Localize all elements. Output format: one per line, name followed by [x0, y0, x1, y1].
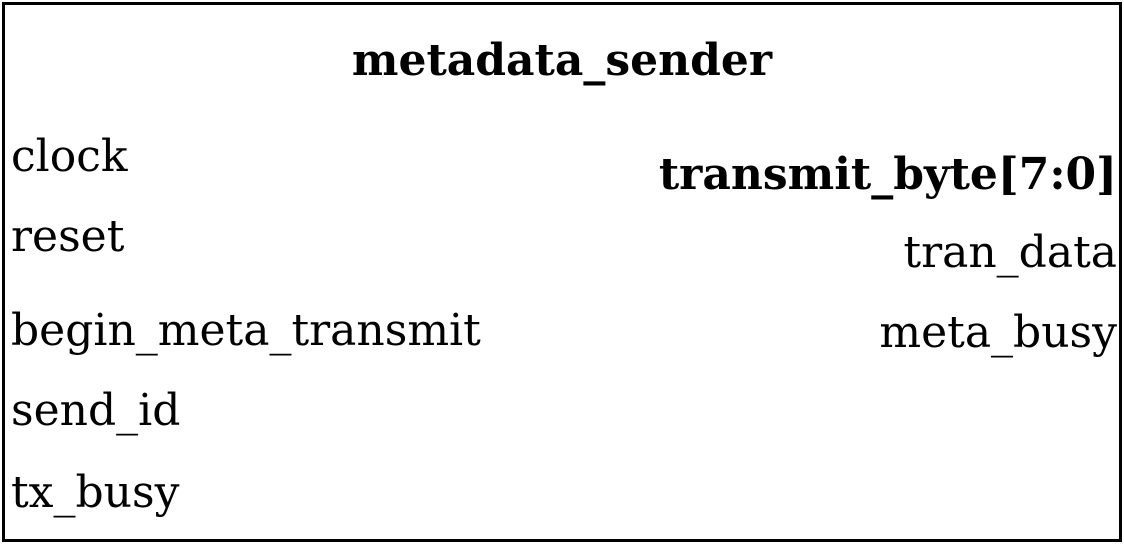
output-port-transmit-byte: transmit_byte[7:0] — [658, 149, 1117, 200]
output-port-tran-data: tran_data — [903, 227, 1117, 278]
input-port-reset: reset — [11, 211, 125, 262]
input-port-tx-busy: tx_busy — [11, 467, 180, 518]
output-port-meta-busy: meta_busy — [879, 307, 1117, 358]
input-port-clock: clock — [11, 131, 128, 182]
module-title: metadata_sender — [351, 35, 773, 86]
input-port-begin-meta-transmit: begin_meta_transmit — [11, 305, 481, 356]
input-port-send-id: send_id — [11, 385, 181, 436]
